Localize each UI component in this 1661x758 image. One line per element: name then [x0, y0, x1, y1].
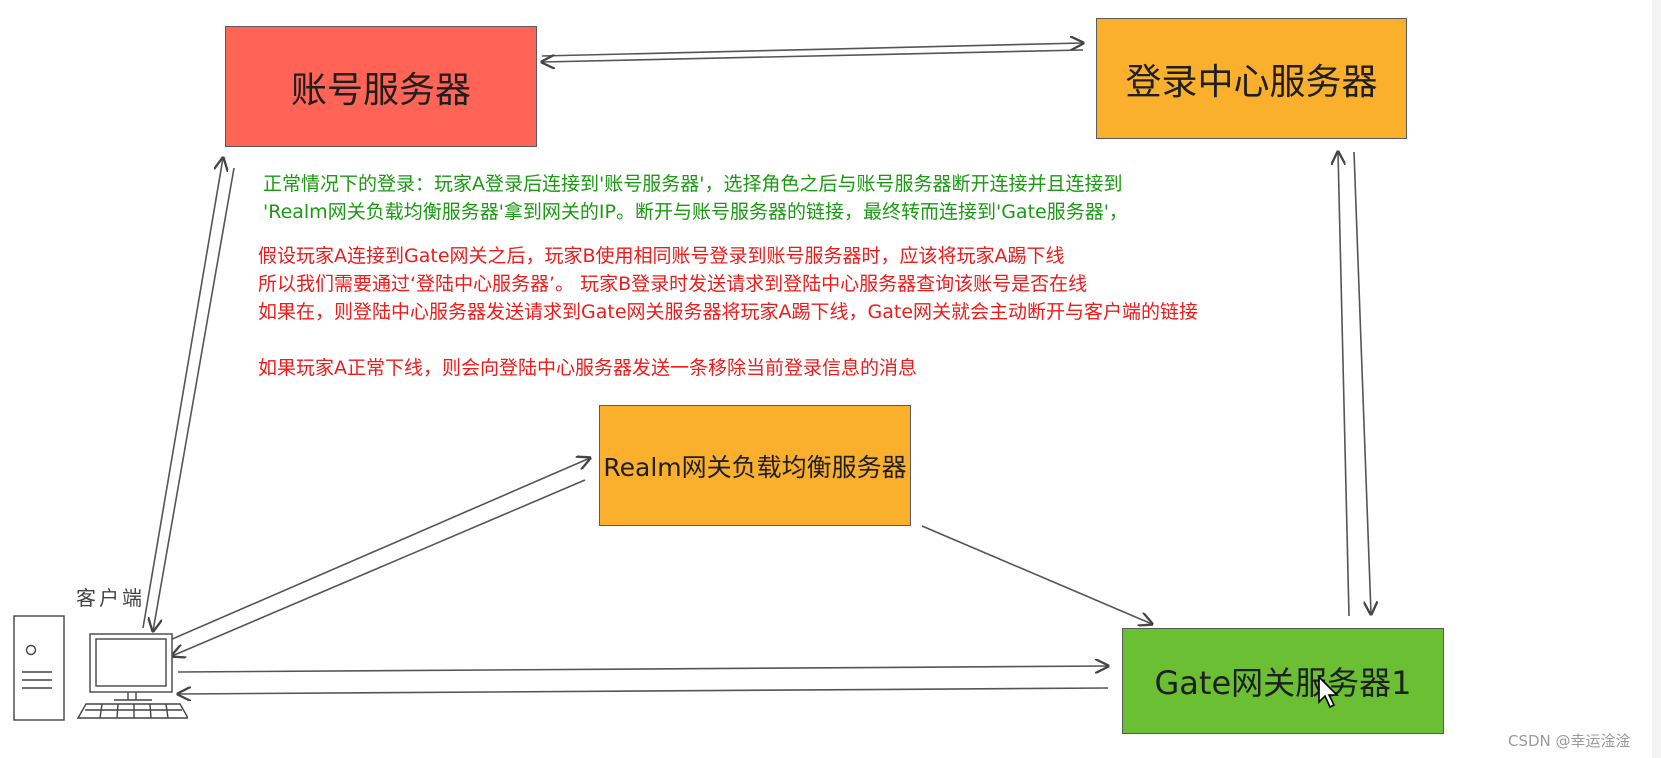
realm-server-label: Realm网关负载均衡服务器	[603, 452, 907, 482]
login-center-server-node: 登录中心服务器	[1096, 18, 1407, 139]
gate-server-node: Gate网关服务器1	[1122, 628, 1444, 734]
arrow-account-to-login	[541, 43, 1083, 57]
login-center-server-label: 登录中心服务器	[1125, 61, 1378, 103]
arrow-gate-to-client	[178, 688, 1109, 694]
normal-login-note-line-1: 正常情况下的登录：玩家A登录后连接到'账号服务器'，选择角色之后与账号服务器断开…	[263, 173, 1123, 195]
arrow-realm-to-gate	[921, 525, 1152, 624]
normal-login-note-line-2: 'Realm网关负载均衡服务器'拿到网关的IP。断开与账号服务器的链接，最终转而…	[263, 201, 1128, 223]
account-server-node: 账号服务器	[225, 26, 537, 147]
arrow-realm-to-client	[172, 479, 586, 656]
scrollbar-track[interactable]	[1652, 0, 1661, 758]
arrow-client-to-realm	[169, 458, 590, 641]
arrow-client-to-gate	[177, 666, 1108, 672]
arrow-gate-to-login	[1338, 152, 1350, 617]
arrow-login-to-account	[542, 49, 1084, 62]
kick-scenario-note-line-3: 如果在，则登陆中心服务器发送请求到Gate网关服务器将玩家A踢下线，Gate网关…	[258, 301, 1199, 323]
client-computer-icon	[13, 615, 188, 721]
kick-scenario-note-line-1: 假设玩家A连接到Gate网关之后，玩家B使用相同账号登录到账号服务器时，应该将玩…	[258, 245, 1065, 267]
normal-logout-note: 如果玩家A正常下线，则会向登陆中心服务器发送一条移除当前登录信息的消息	[258, 357, 917, 379]
gate-server-label: Gate网关服务器1	[1154, 664, 1412, 702]
realm-server-node: Realm网关负载均衡服务器	[599, 405, 911, 526]
arrow-client-to-account	[142, 158, 223, 629]
account-server-label: 账号服务器	[290, 69, 471, 111]
arrow-account-to-client	[153, 167, 235, 631]
client-label: 客户端	[76, 586, 145, 610]
csdn-watermark: CSDN @幸运淦淦	[1508, 732, 1631, 750]
arrow-login-to-gate	[1353, 151, 1371, 614]
mouse-cursor-icon	[1318, 676, 1339, 709]
kick-scenario-note-line-2: 所以我们需要通过‘登陆中心服务器’。 玩家B登录时发送请求到登陆中心服务器查询该…	[258, 273, 1088, 295]
